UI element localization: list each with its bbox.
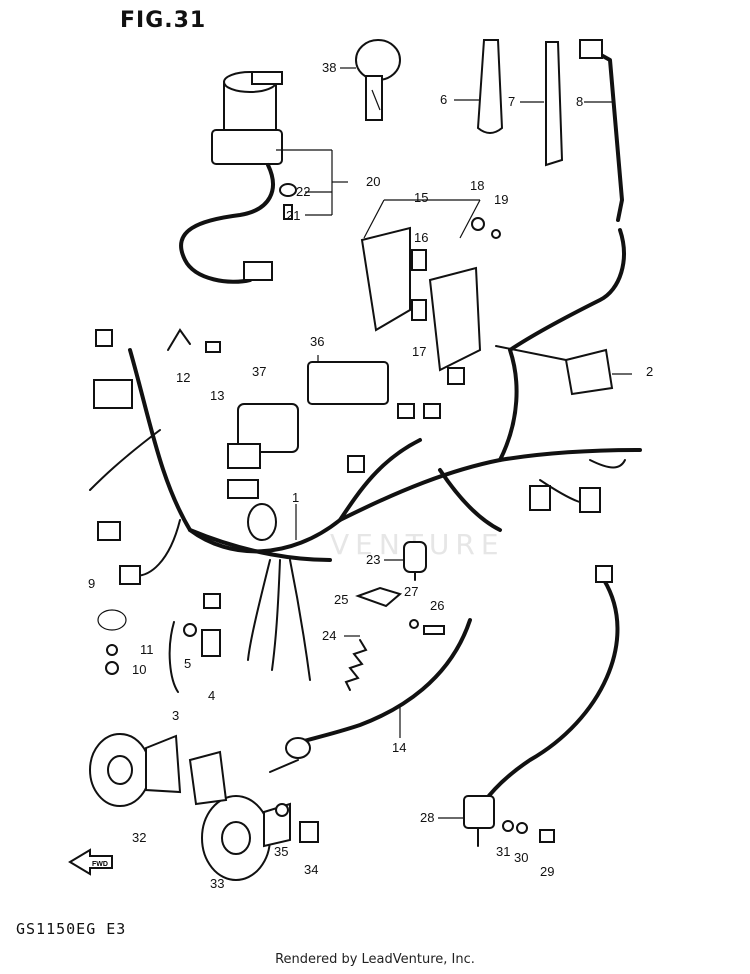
clamp-12[interactable] bbox=[167, 328, 191, 351]
callout-22[interactable]: 22 bbox=[296, 184, 310, 199]
ignition-switch[interactable] bbox=[211, 71, 283, 165]
washer-35[interactable] bbox=[275, 803, 289, 817]
nut-10[interactable] bbox=[105, 661, 119, 675]
callout-13[interactable]: 13 bbox=[210, 388, 224, 403]
washer-19[interactable] bbox=[491, 229, 501, 239]
callout-30[interactable]: 30 bbox=[514, 850, 528, 865]
clamp-3[interactable] bbox=[168, 621, 179, 693]
callout-34[interactable]: 34 bbox=[304, 862, 318, 877]
callout-35[interactable]: 35 bbox=[274, 844, 288, 859]
callout-18[interactable]: 18 bbox=[470, 178, 484, 193]
callout-19[interactable]: 19 bbox=[494, 192, 508, 207]
screw-21[interactable] bbox=[283, 204, 293, 220]
callout-layer: 38 6 7 8 20 22 21 15 18 19 16 17 2 12 13 36 37 1 23 9 11 10 5 4… bbox=[88, 60, 653, 891]
callout-11[interactable]: 11 bbox=[140, 642, 154, 657]
callout-16[interactable]: 16 bbox=[414, 230, 428, 245]
washer-22[interactable] bbox=[279, 183, 297, 197]
callout-9[interactable]: 9 bbox=[88, 576, 95, 591]
sensor-cable[interactable] bbox=[476, 578, 620, 814]
screw-13[interactable] bbox=[205, 341, 221, 353]
callout-27[interactable]: 27 bbox=[404, 584, 418, 599]
callout-28[interactable]: 28 bbox=[420, 810, 434, 825]
spring-24[interactable] bbox=[344, 639, 368, 691]
callout-5[interactable]: 5 bbox=[184, 656, 191, 671]
relay-37[interactable] bbox=[237, 403, 299, 453]
main-wiring-harness[interactable] bbox=[89, 228, 642, 681]
callout-31[interactable]: 31 bbox=[496, 844, 510, 859]
callout-23[interactable]: 23 bbox=[366, 552, 380, 567]
bolt-26[interactable] bbox=[423, 625, 445, 635]
callout-1[interactable]: 1 bbox=[292, 490, 299, 505]
callout-10[interactable]: 10 bbox=[132, 662, 146, 677]
nut-30[interactable] bbox=[516, 822, 528, 834]
callout-20[interactable]: 20 bbox=[366, 174, 380, 189]
ignition-connector[interactable] bbox=[243, 261, 273, 281]
callout-6[interactable]: 6 bbox=[440, 92, 447, 107]
bolt-4[interactable] bbox=[201, 629, 221, 657]
cap-2[interactable] bbox=[564, 348, 614, 396]
callout-7[interactable]: 7 bbox=[508, 94, 515, 109]
callout-3[interactable]: 3 bbox=[172, 708, 179, 723]
render-credit: Rendered by LeadVenture, Inc. bbox=[275, 952, 475, 967]
bolt-34[interactable] bbox=[299, 821, 319, 843]
callout-2[interactable]: 2 bbox=[646, 364, 653, 379]
callout-29[interactable]: 29 bbox=[540, 864, 554, 879]
clamp-9[interactable] bbox=[97, 609, 127, 631]
callout-24[interactable]: 24 bbox=[322, 628, 336, 643]
switch-23[interactable] bbox=[403, 541, 427, 581]
bracket-25[interactable] bbox=[355, 586, 403, 608]
callout-8[interactable]: 8 bbox=[576, 94, 583, 109]
washer-5[interactable] bbox=[183, 623, 197, 637]
bracket-6[interactable] bbox=[476, 39, 504, 134]
callout-17[interactable]: 17 bbox=[412, 344, 426, 359]
callout-15[interactable]: 15 bbox=[414, 190, 428, 205]
callout-26[interactable]: 26 bbox=[430, 598, 444, 613]
callout-4[interactable]: 4 bbox=[208, 688, 215, 703]
sensor-28[interactable] bbox=[463, 795, 495, 829]
callout-32[interactable]: 32 bbox=[132, 830, 146, 845]
callout-37[interactable]: 37 bbox=[252, 364, 266, 379]
harness-8-connector[interactable] bbox=[579, 39, 603, 59]
igniter-unit[interactable] bbox=[360, 226, 482, 372]
callout-21[interactable]: 21 bbox=[286, 208, 300, 223]
relay-36[interactable] bbox=[307, 361, 389, 405]
horn-32[interactable] bbox=[89, 733, 182, 807]
bracket-7[interactable] bbox=[545, 41, 564, 167]
horn-33[interactable] bbox=[188, 750, 291, 881]
ignition-key[interactable] bbox=[355, 39, 401, 121]
svg-text:FWD: FWD bbox=[92, 861, 108, 868]
callout-25[interactable]: 25 bbox=[334, 592, 348, 607]
callout-33[interactable]: 33 bbox=[210, 876, 224, 891]
bolt-18[interactable] bbox=[471, 217, 485, 231]
harness-14[interactable] bbox=[292, 618, 472, 746]
callout-12[interactable]: 12 bbox=[176, 370, 190, 385]
washer-11[interactable] bbox=[106, 644, 118, 656]
callout-36[interactable]: 36 bbox=[310, 334, 324, 349]
washer-31[interactable] bbox=[502, 820, 514, 832]
washer-27[interactable] bbox=[409, 619, 419, 629]
figure-title: FIG.31 bbox=[120, 8, 207, 33]
callout-14[interactable]: 14 bbox=[392, 740, 406, 755]
callout-38[interactable]: 38 bbox=[322, 60, 336, 75]
model-code: GS1150EG E3 bbox=[16, 920, 127, 938]
screw-29[interactable] bbox=[539, 829, 555, 843]
fwd-arrow-icon: FWD bbox=[68, 848, 113, 876]
